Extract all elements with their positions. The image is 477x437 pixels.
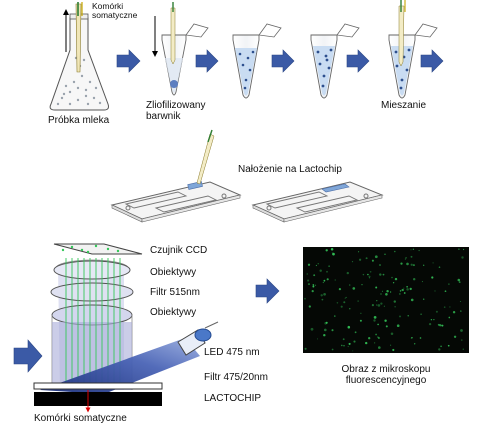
label-somatic-cells-top: Komórki somatyczne (92, 1, 138, 20)
objective-lens-1 (53, 260, 131, 280)
label-mixing: Mieszanie (381, 100, 427, 111)
input-arrow (13, 339, 43, 373)
led-icon (177, 321, 219, 356)
label-loading-lactochip: Nałożenie na Lactochip (238, 164, 342, 175)
tube-mixing-icon (388, 0, 438, 99)
label-ccd-sensor: Czujnik CCD (150, 245, 208, 256)
excitation-beam (40, 338, 200, 394)
tube-mixed-icon-2 (310, 23, 360, 99)
process-arrow-2 (195, 49, 219, 73)
result-arrow (255, 278, 280, 304)
fluorescence-micrograph (303, 247, 469, 353)
label-filter-475: Filtr 475/20nm (204, 372, 268, 383)
pipette-icon (75, 2, 83, 73)
fluorescence-points (61, 244, 120, 254)
label-microscope-image: Obraz z mikroskopu fluorescencyjnego (341, 364, 431, 386)
pipette-lactochip-icon (196, 129, 215, 185)
label-lactochip: LACTOCHIP (204, 393, 262, 404)
fluorescence-rays (65, 258, 121, 384)
label-objectives-2: Obiektywy (150, 307, 197, 318)
label-somatic-cells-bottom: Komórki somatyczne (34, 413, 127, 424)
process-arrow-1 (116, 49, 141, 73)
label-milk-sample: Próbka mleka (48, 115, 110, 126)
lactochip-cover (33, 382, 163, 390)
tube-mixed-icon-1 (232, 23, 282, 99)
tube-dye-icon (161, 2, 209, 96)
process-arrow-5 (420, 49, 444, 73)
ccd-sensor-icon (53, 243, 143, 255)
label-objectives-1: Obiektywy (150, 267, 197, 278)
process-arrow-4 (346, 49, 370, 73)
label-led: LED 475 nm (204, 347, 260, 358)
label-filter-515: Filtr 515nm (150, 287, 201, 298)
lactochip-slide-1 (110, 181, 242, 223)
process-arrow-3 (271, 49, 295, 73)
label-lyophilized-dye: Zliofilizowany barwnik (146, 100, 206, 122)
lactochip-slide-2 (251, 181, 384, 223)
filter-515-icon (50, 282, 134, 302)
lactochip-plate-icon (34, 392, 162, 406)
micrograph-cells (304, 248, 465, 352)
